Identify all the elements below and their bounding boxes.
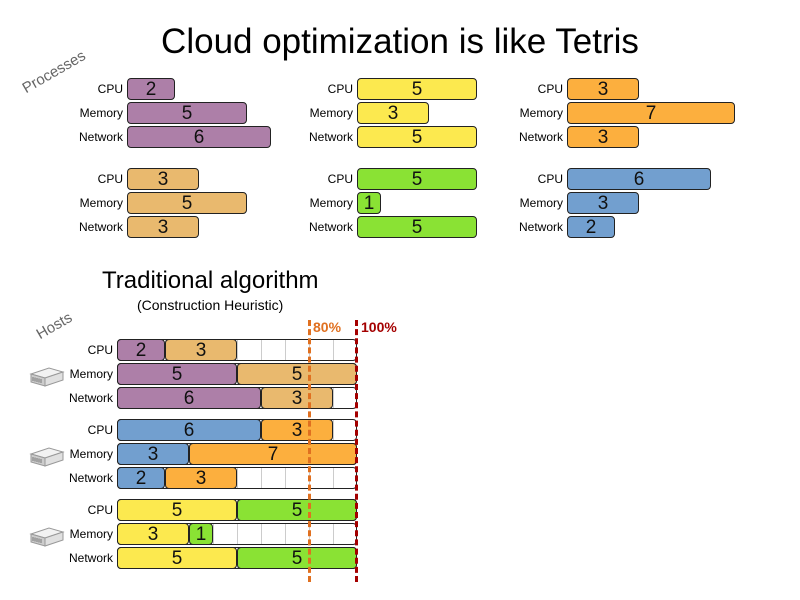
resource-label: Memory xyxy=(309,106,353,120)
host-3-process-2-bar: 5 xyxy=(117,547,237,569)
process-5-bar: 5 xyxy=(357,168,477,190)
resource-label: Network xyxy=(78,220,123,234)
process-4-bar: 3 xyxy=(127,168,199,190)
process-3-bar: 3 xyxy=(567,78,639,100)
process-1-bar: 5 xyxy=(127,102,247,124)
resource-label: Memory xyxy=(309,196,353,210)
resource-label: Memory xyxy=(519,106,563,120)
process-2-bar: 5 xyxy=(357,78,477,100)
host-3-process-5-bar: 1 xyxy=(189,523,213,545)
process-6-bar: 2 xyxy=(567,216,615,238)
threshold-100-line xyxy=(355,320,358,582)
host-2-process-3-bar: 3 xyxy=(165,467,237,489)
host-3-process-5-bar: 5 xyxy=(237,499,357,521)
process-1-bar: 6 xyxy=(127,126,271,148)
host-1-process-4-bar: 5 xyxy=(237,363,357,385)
host-2-process-6-bar: 3 xyxy=(117,443,189,465)
server-icon xyxy=(29,364,65,388)
traditional-title: Traditional algorithm xyxy=(102,267,319,294)
resource-label: CPU xyxy=(87,503,113,517)
page-title: Cloud optimization is like Tetris xyxy=(161,22,639,61)
host-2-process-3-bar: 3 xyxy=(261,419,333,441)
host-3-process-5-bar: 5 xyxy=(237,547,357,569)
process-5-bar: 1 xyxy=(357,192,381,214)
server-icon xyxy=(29,524,65,548)
resource-label: CPU xyxy=(97,82,123,96)
resource-label: Network xyxy=(78,130,123,144)
process-4-bar: 5 xyxy=(127,192,247,214)
threshold-80-label: 80% xyxy=(313,319,342,335)
host-1-process-1-bar: 6 xyxy=(117,387,261,409)
resource-label: Network xyxy=(518,220,563,234)
resource-label: CPU xyxy=(87,423,113,437)
host-1-process-4-bar: 3 xyxy=(165,339,237,361)
process-6-bar: 3 xyxy=(567,192,639,214)
resource-label: Memory xyxy=(519,196,563,210)
process-3-bar: 3 xyxy=(567,126,639,148)
process-6-bar: 6 xyxy=(567,168,711,190)
server-icon xyxy=(29,444,65,468)
resource-label: Network xyxy=(308,130,353,144)
resource-label: Memory xyxy=(79,196,123,210)
process-2-bar: 3 xyxy=(357,102,429,124)
host-1-process-1-bar: 2 xyxy=(117,339,165,361)
resource-label: Memory xyxy=(79,106,123,120)
process-1-bar: 2 xyxy=(127,78,175,100)
resource-label: Network xyxy=(68,551,113,565)
resource-label: CPU xyxy=(97,172,123,186)
resource-label: Network xyxy=(308,220,353,234)
resource-label: CPU xyxy=(87,343,113,357)
resource-label: CPU xyxy=(327,82,353,96)
host-1-process-1-bar: 5 xyxy=(117,363,237,385)
resource-label: Memory xyxy=(69,447,113,461)
resource-label: Memory xyxy=(69,527,113,541)
resource-label: Network xyxy=(68,391,113,405)
threshold-80-line xyxy=(308,320,311,582)
process-4-bar: 3 xyxy=(127,216,199,238)
resource-label: Network xyxy=(518,130,563,144)
host-3-process-2-bar: 5 xyxy=(117,499,237,521)
resource-label: CPU xyxy=(327,172,353,186)
resource-label: CPU xyxy=(537,172,563,186)
threshold-100-label: 100% xyxy=(361,319,397,335)
host-2-process-6-bar: 2 xyxy=(117,467,165,489)
hosts-label: Hosts xyxy=(33,309,76,343)
traditional-subtitle: (Construction Heuristic) xyxy=(137,297,284,313)
process-5-bar: 5 xyxy=(357,216,477,238)
host-2-process-3-bar: 7 xyxy=(189,443,357,465)
resource-label: CPU xyxy=(537,82,563,96)
process-3-bar: 7 xyxy=(567,102,735,124)
process-2-bar: 5 xyxy=(357,126,477,148)
resource-label: Network xyxy=(68,471,113,485)
resource-label: Memory xyxy=(69,367,113,381)
host-1-process-4-bar: 3 xyxy=(261,387,333,409)
host-3-process-2-bar: 3 xyxy=(117,523,189,545)
host-2-process-6-bar: 6 xyxy=(117,419,261,441)
